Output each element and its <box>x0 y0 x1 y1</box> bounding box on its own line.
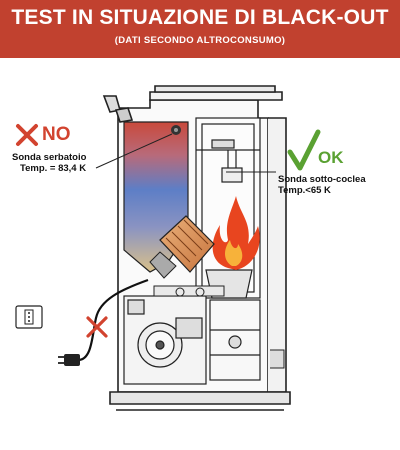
right-probe-status: OK <box>318 148 344 167</box>
right-probe-name: Sonda sotto-coclea <box>278 174 366 185</box>
page-subtitle: (DATI SECONDO ALTROCONSUMO) <box>114 35 286 46</box>
right-probe-temperature: Temp.<65 K <box>278 185 331 196</box>
left-probe-temperature: Temp. = 83,4 K <box>20 163 87 174</box>
tank-probe <box>171 125 181 135</box>
combustion-chamber <box>195 117 261 299</box>
wall-socket-icon <box>15 305 43 329</box>
fan-section <box>123 295 261 385</box>
header-banner: TEST IN SITUAZIONE DI BLACK-OUT (DATI SE… <box>0 0 400 58</box>
tank-probe-leader <box>95 133 173 169</box>
ok-check-icon <box>287 129 321 171</box>
power-cord <box>77 278 149 362</box>
auger <box>149 215 215 279</box>
cord-cut-icon <box>86 316 108 338</box>
left-probe-name: Sonda serbatoio <box>12 152 87 163</box>
plug-icon <box>58 354 80 366</box>
flame-icon <box>212 196 260 270</box>
left-probe-status: NO <box>42 124 71 145</box>
no-cross-icon <box>16 124 38 146</box>
page-title: TEST IN SITUAZIONE DI BLACK-OUT <box>11 6 389 29</box>
